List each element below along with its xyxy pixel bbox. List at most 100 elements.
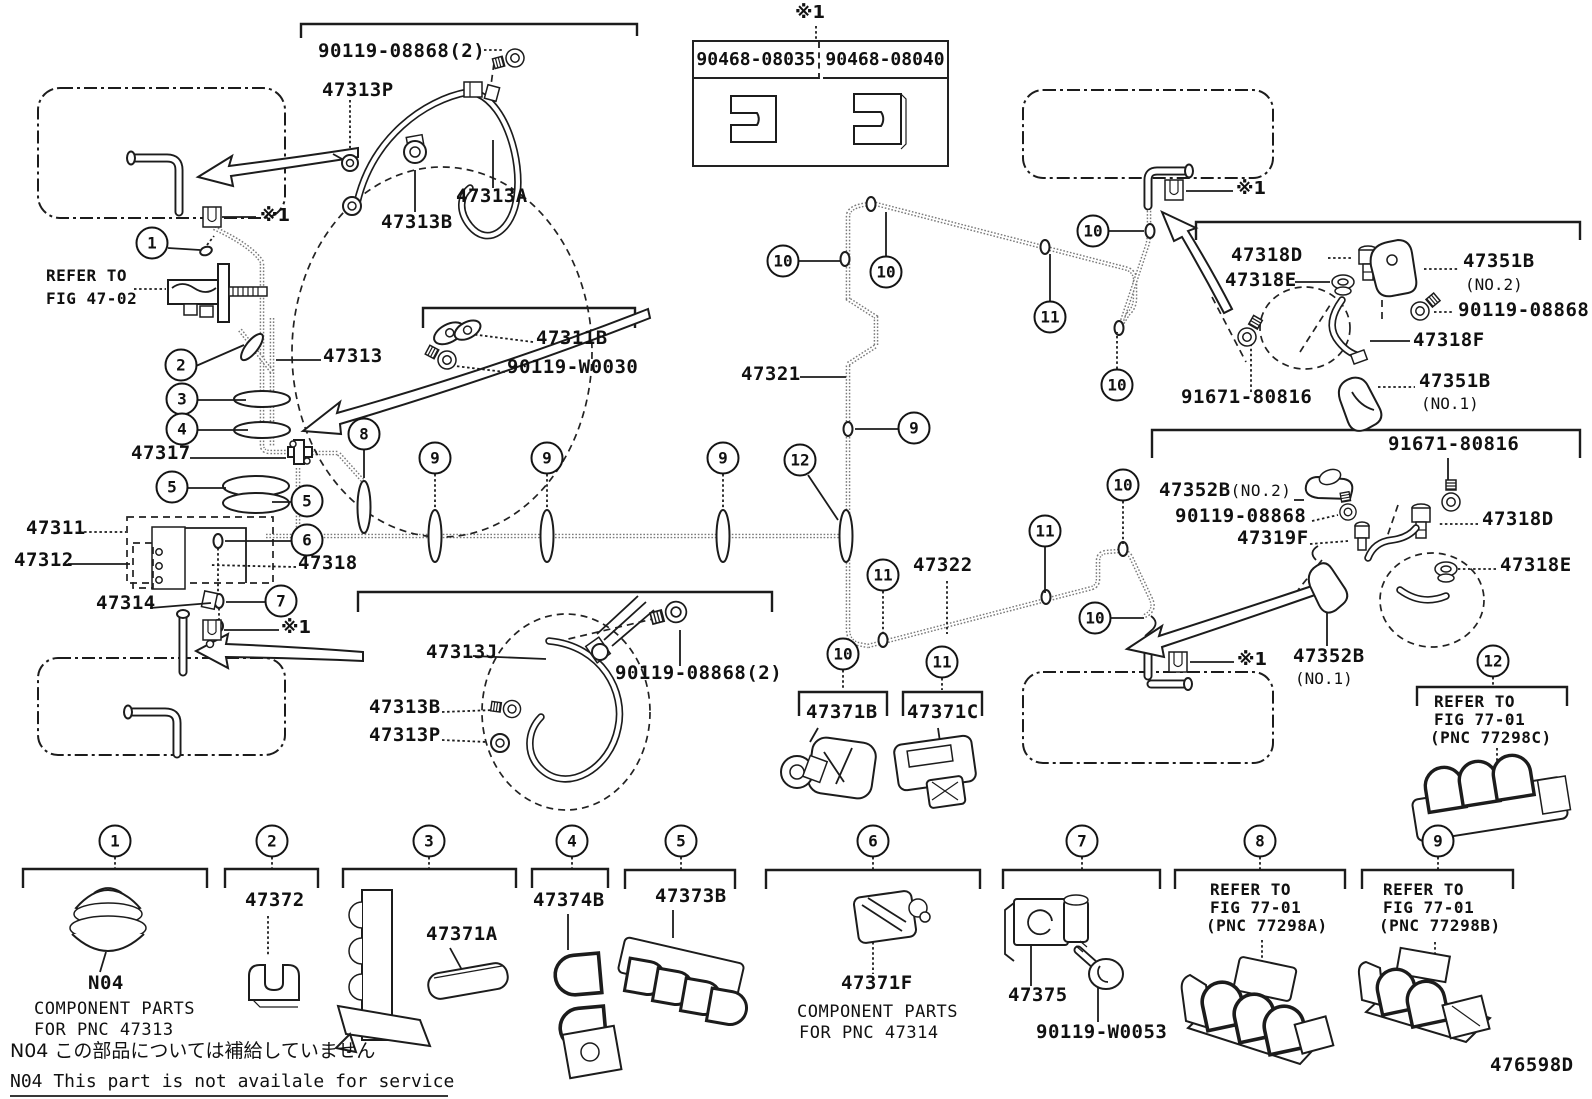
callout-key-2[interactable]: 2 <box>255 824 289 858</box>
label-90119-08868-2-top[interactable]: 90119-08868(2) <box>318 40 486 62</box>
callout-10e[interactable]: 10 <box>1106 468 1140 502</box>
clip-47371B-part <box>780 736 877 800</box>
callout-key-5[interactable]: 5 <box>664 824 698 858</box>
label-47313[interactable]: 47313 <box>323 345 383 367</box>
label-47375[interactable]: 47375 <box>1008 984 1068 1006</box>
callout-11d[interactable]: 11 <box>925 645 959 679</box>
label-47351B-no2[interactable]: 47351B <box>1463 250 1535 272</box>
label-47352B-no1[interactable]: 47352B <box>1293 645 1365 667</box>
callout-10a[interactable]: 10 <box>766 244 800 278</box>
callout-key-3[interactable]: 3 <box>412 824 446 858</box>
label-90119-08868-right1[interactable]: 90119-08868 <box>1458 299 1590 321</box>
callout-2[interactable]: 2 <box>164 348 198 382</box>
label-91671-80816-top[interactable]: 91671-80816 <box>1181 386 1313 408</box>
label-47313B-bottom[interactable]: 47313B <box>369 696 441 718</box>
label-no1-suffix: (NO.1) <box>1421 394 1479 413</box>
callout-9b[interactable]: 9 <box>530 441 564 475</box>
label-47321[interactable]: 47321 <box>741 363 801 385</box>
callout-5a[interactable]: 5 <box>155 470 189 504</box>
label-47372[interactable]: 47372 <box>245 889 305 911</box>
callout-key-1[interactable]: 1 <box>98 824 132 858</box>
callout-key-7[interactable]: 7 <box>1065 824 1099 858</box>
clip-glyphs-table <box>730 93 907 150</box>
callout-11a[interactable]: 11 <box>1033 300 1067 334</box>
label-47311[interactable]: 47311 <box>26 517 86 539</box>
label-47313A[interactable]: 47313A <box>456 185 528 207</box>
callout-11b[interactable]: 11 <box>1028 514 1062 548</box>
callout-10d[interactable]: 10 <box>1076 214 1110 248</box>
connector-clip-ast1-bottomright <box>1168 651 1188 673</box>
label-47318D-mid[interactable]: 47318D <box>1482 508 1554 530</box>
clamp-47371F-part <box>852 890 931 944</box>
callout-12b[interactable]: 12 <box>1476 644 1510 678</box>
label-47318[interactable]: 47318 <box>298 552 358 574</box>
label-47351B-no1[interactable]: 47351B <box>1419 370 1491 392</box>
label-90119-08868-2-bottom[interactable]: 90119-08868(2) <box>615 662 783 684</box>
callout-6[interactable]: 6 <box>290 523 324 557</box>
note-refer-7701-c1: REFER TO <box>1434 692 1516 711</box>
note-pnc-77298C: (PNC 77298C) <box>1430 728 1552 747</box>
callout-1[interactable]: 1 <box>135 226 169 260</box>
label-47313P-top[interactable]: 47313P <box>322 79 394 101</box>
label-47312[interactable]: 47312 <box>14 549 74 571</box>
callout-10f[interactable]: 10 <box>1078 601 1112 635</box>
label-47352B-no2[interactable]: 47352B(NO.2) <box>1159 481 1291 500</box>
label-47311B[interactable]: 47311B <box>536 327 608 349</box>
callout-key-4[interactable]: 4 <box>555 824 589 858</box>
label-47371A[interactable]: 47371A <box>426 923 498 945</box>
callout-8[interactable]: 8 <box>347 417 381 451</box>
label-47374B[interactable]: 47374B <box>533 889 605 911</box>
callout-number: 8 <box>1255 831 1265 850</box>
label-47318F[interactable]: 47318F <box>1413 329 1485 351</box>
callout-10g[interactable]: 10 <box>826 637 860 671</box>
hose-47318F <box>1328 296 1369 366</box>
label-47313P-bottom[interactable]: 47313P <box>369 724 441 746</box>
label-47313J[interactable]: 47313J <box>426 641 498 663</box>
label-47371C[interactable]: 47371C <box>907 701 979 723</box>
label-47319F[interactable]: 47319F <box>1237 527 1309 549</box>
callout-number: 9 <box>909 418 919 437</box>
callout-number: 11 <box>932 652 952 671</box>
clamp-77298B-part <box>1357 946 1492 1044</box>
label-47314[interactable]: 47314 <box>96 592 156 614</box>
callout-9d[interactable]: 9 <box>897 411 931 445</box>
callout-key-6[interactable]: 6 <box>856 824 890 858</box>
label-47322[interactable]: 47322 <box>913 554 973 576</box>
callout-number: 9 <box>718 448 728 467</box>
callout-key-8[interactable]: 8 <box>1243 824 1277 858</box>
callout-12a[interactable]: 12 <box>783 443 817 477</box>
label-47318E-mid[interactable]: 47318E <box>1500 554 1572 576</box>
label-47318E-top[interactable]: 47318E <box>1225 269 1297 291</box>
callout-5b[interactable]: 5 <box>290 484 324 518</box>
master-cylinder <box>167 263 268 323</box>
label-47317[interactable]: 47317 <box>131 442 191 464</box>
callout-11c[interactable]: 11 <box>866 558 900 592</box>
label-47313B-top[interactable]: 47313B <box>381 211 453 233</box>
label-90119-W0030[interactable]: 90119-W0030 <box>507 356 639 378</box>
callout-10b[interactable]: 10 <box>869 255 903 289</box>
car-outline-bottom-right <box>1022 641 1274 764</box>
car-outline-top-left <box>37 87 286 219</box>
label-47371F[interactable]: 47371F <box>841 972 913 994</box>
label-47318D-top[interactable]: 47318D <box>1231 244 1303 266</box>
label-47371B[interactable]: 47371B <box>806 701 878 723</box>
hose-47313A <box>342 81 522 240</box>
label-47373B[interactable]: 47373B <box>655 885 727 907</box>
clamp-77298A-part <box>1180 956 1335 1066</box>
callout-3[interactable]: 3 <box>165 382 199 416</box>
label-91671-80816-mid[interactable]: 91671-80816 <box>1388 433 1520 455</box>
callout-number: 9 <box>1433 831 1443 850</box>
callout-key-9[interactable]: 9 <box>1421 824 1455 858</box>
label-90119-08868-right2[interactable]: 90119-08868 <box>1175 505 1307 527</box>
callout-9c[interactable]: 9 <box>706 441 740 475</box>
callout-7[interactable]: 7 <box>264 584 298 618</box>
bolt-90119-08868-mid <box>648 598 690 630</box>
callout-10c[interactable]: 10 <box>1100 368 1134 402</box>
callout-number: 1 <box>110 831 120 850</box>
note-refer-7701-b1: REFER TO <box>1383 880 1465 899</box>
callout-number: 7 <box>1077 831 1087 850</box>
callout-4[interactable]: 4 <box>165 412 199 446</box>
label-90119-W0053[interactable]: 90119-W0053 <box>1036 1021 1168 1043</box>
clip-47313P-top <box>332 153 359 172</box>
callout-9a[interactable]: 9 <box>418 441 452 475</box>
